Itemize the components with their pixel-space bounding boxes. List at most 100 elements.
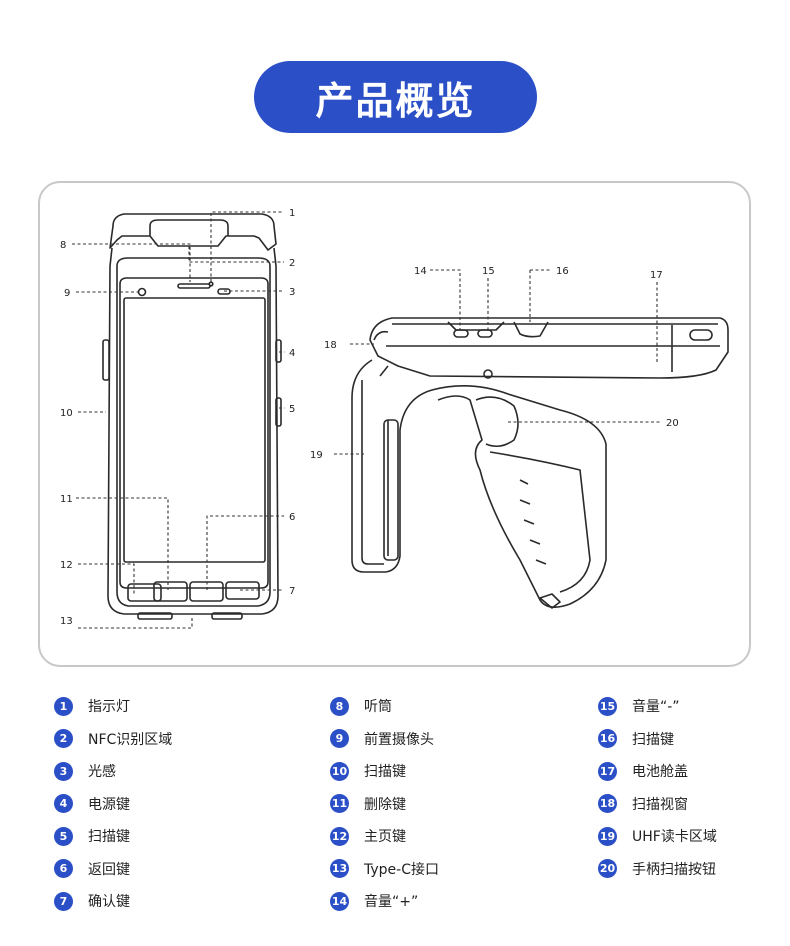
device-body <box>107 247 279 615</box>
legend-label: 音量“-” <box>632 699 680 716</box>
legend-label: 删除键 <box>364 796 406 813</box>
bottom-vent <box>211 612 243 620</box>
legend-label: UHF读卡区域 <box>632 829 717 846</box>
leader-lines <box>72 211 662 629</box>
home-key <box>127 583 162 602</box>
callout-2: 2 <box>289 258 295 269</box>
callout-3: 3 <box>289 287 295 298</box>
handle-foot <box>539 593 561 609</box>
side-rail <box>689 329 713 341</box>
top-scan-key <box>513 321 549 338</box>
legend-number-badge: 20 <box>598 859 617 879</box>
callout-19: 19 <box>310 450 323 461</box>
callout-8: 8 <box>60 240 66 251</box>
grip-inner <box>489 451 591 593</box>
handle-uhf-edge <box>361 380 384 565</box>
legend-item: 1 指示灯 <box>54 690 172 723</box>
uhf-area <box>383 419 399 561</box>
callout-18: 18 <box>324 340 337 351</box>
callout-4: 4 <box>289 348 295 359</box>
legend-label: 光感 <box>88 764 116 781</box>
device-body-inner <box>116 266 271 607</box>
delete-key <box>153 581 188 602</box>
screen <box>123 297 266 563</box>
legend-item: 18 扫描视窗 <box>598 788 717 821</box>
legend-number-badge: 12 <box>330 826 349 846</box>
callout-1: 1 <box>289 208 295 219</box>
title-banner: 产品概览 <box>254 61 537 133</box>
volume-minus <box>477 329 493 338</box>
grip-ridges <box>519 479 547 565</box>
legend-number-badge: 3 <box>54 761 73 781</box>
handle-outline <box>351 359 607 608</box>
page-title: 产品概览 <box>315 78 476 123</box>
front-camera <box>137 287 147 297</box>
legend-number-badge: 7 <box>54 891 73 911</box>
legend-item: 3 光感 <box>54 755 172 788</box>
legend-number-badge: 10 <box>330 761 349 781</box>
diagram-panel <box>38 181 751 667</box>
callout-11: 11 <box>60 494 73 505</box>
legend-number-badge: 5 <box>54 826 73 846</box>
earpiece <box>177 283 211 289</box>
legend-number-badge: 17 <box>598 761 617 781</box>
side-handset <box>369 317 729 379</box>
legend-number-badge: 4 <box>54 794 73 814</box>
legend-item: 15 音量“-” <box>598 690 717 723</box>
top-cap <box>109 213 277 251</box>
legend-item: 5 扫描键 <box>54 820 172 853</box>
legend-label: 扫描视窗 <box>632 796 688 813</box>
callout-7: 7 <box>289 586 295 597</box>
callout-16: 16 <box>556 266 569 277</box>
legend-number-badge: 16 <box>598 729 617 749</box>
legend-label: 指示灯 <box>88 699 130 716</box>
legend-label: 听筒 <box>364 699 392 716</box>
front-device <box>102 213 282 620</box>
handle-screw <box>483 369 493 379</box>
legend-label: 音量“+” <box>364 894 419 911</box>
legend-number-badge: 18 <box>598 794 617 814</box>
legend-number-badge: 13 <box>330 859 349 879</box>
callout-12: 12 <box>60 560 73 571</box>
legend-label: 前置摄像头 <box>364 731 434 748</box>
volume-keys-area <box>447 321 505 331</box>
power-key <box>275 339 282 363</box>
legend-number-badge: 9 <box>330 729 349 749</box>
legend-label: 主页键 <box>364 829 406 846</box>
legend-item: 19 UHF读卡区域 <box>598 820 717 853</box>
legend-number-badge: 1 <box>54 696 73 716</box>
legend-number-badge: 6 <box>54 859 73 879</box>
scan-window <box>373 330 389 341</box>
right-scan-key <box>275 397 282 427</box>
callout-9: 9 <box>64 288 70 299</box>
handle-joint <box>379 365 389 377</box>
callout-5: 5 <box>289 404 295 415</box>
legend-item: 12 主页键 <box>330 820 439 853</box>
callout-13: 13 <box>60 616 73 627</box>
legend-label: 扫描键 <box>88 829 130 846</box>
callout-6: 6 <box>289 512 295 523</box>
type-c-port <box>137 612 173 620</box>
left-scan-key <box>102 339 110 381</box>
callout-numbers: 1 2 3 4 5 6 7 8 9 10 11 12 13 14 15 16 1… <box>60 208 679 627</box>
front-bezel <box>119 277 269 589</box>
legend-number-badge: 15 <box>598 696 617 716</box>
legend-label: 确认键 <box>88 894 130 911</box>
legend-number-badge: 19 <box>598 826 617 846</box>
indicator-light <box>208 281 214 287</box>
legend-label: 扫描键 <box>632 731 674 748</box>
callout-20: 20 <box>666 418 679 429</box>
callout-17: 17 <box>650 270 663 281</box>
callout-10: 10 <box>60 408 73 419</box>
